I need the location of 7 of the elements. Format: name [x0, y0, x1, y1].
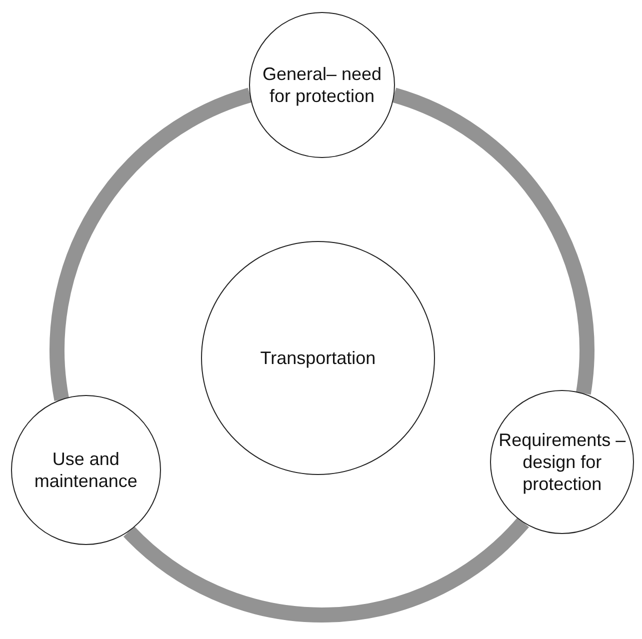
ring-arc [50, 88, 252, 401]
node-label: Use and maintenance [33, 448, 138, 492]
node-label: Transportation [260, 347, 376, 369]
node-label: Requirements –design for protection [498, 428, 627, 495]
ring-arc [124, 517, 529, 622]
ring-arc [392, 88, 594, 394]
node-label: General– need for protection [262, 63, 382, 107]
